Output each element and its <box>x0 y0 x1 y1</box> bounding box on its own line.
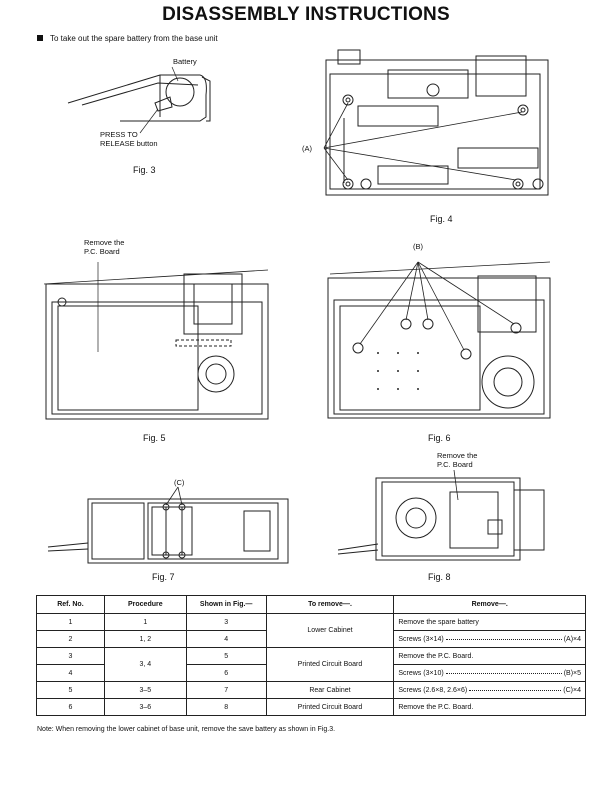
figure-3-press-label-line2: RELEASE button <box>100 139 158 148</box>
intro-label: To take out the spare battery from the b… <box>50 34 218 43</box>
page-title: DISASSEMBLY INSTRUCTIONS <box>162 4 450 25</box>
figure-7-c-label: (C) <box>174 478 185 487</box>
figure-6-drawing <box>318 262 558 424</box>
cell-procedure: 1, 2 <box>103 630 187 648</box>
figure-8-remove-label-line1: Remove the <box>437 451 478 460</box>
leader-dots <box>445 636 562 640</box>
cell-remove: Remove the P.C. Board. <box>393 698 586 716</box>
figure-4-a-label: (A) <box>302 144 312 153</box>
intro-text: To take out the spare battery from the b… <box>37 34 218 43</box>
cell-procedure: 3–5 <box>103 681 187 699</box>
cell-ref: 2 <box>36 630 105 648</box>
cell-ref: 5 <box>36 681 105 699</box>
cell-remove: Screws (3×10) (B)×5 <box>393 664 586 682</box>
cell-fig: 3 <box>185 613 267 631</box>
cell-remove-qty: (B)×5 <box>563 669 581 677</box>
figure-3-battery-label: Battery <box>173 57 197 66</box>
header-remove: Remove—. <box>393 595 586 614</box>
header-ref-no: Ref. No. <box>36 595 105 614</box>
table-row: 3 3, 4 5 Printed Circuit Board Remove th… <box>36 647 586 682</box>
cell-remove-qty: (C)×4 <box>563 686 581 694</box>
figure-3-press-label-line1: PRESS TO <box>100 130 138 139</box>
table-header-row: Ref. No. Procedure Shown in Fig.— To rem… <box>36 595 586 614</box>
figure-6-caption: Fig. 6 <box>428 433 451 443</box>
cell-procedure: 3, 4 <box>103 647 187 682</box>
cell-ref: 6 <box>36 698 105 716</box>
cell-to-remove: Rear Cabinet <box>265 681 395 699</box>
figure-3-caption: Fig. 3 <box>133 165 156 175</box>
cell-remove-qty: (A)×4 <box>563 635 581 643</box>
cell-remove-text: Screws (2.6×8, 2.6×6) <box>398 686 468 694</box>
cell-fig: 8 <box>185 698 267 716</box>
square-bullet-icon <box>37 35 43 41</box>
cell-remove: Remove the spare battery <box>393 613 586 631</box>
footnote: Note: When removing the lower cabinet of… <box>37 726 336 733</box>
figure-8-caption: Fig. 8 <box>428 572 451 582</box>
figure-4-caption: Fig. 4 <box>430 214 453 224</box>
cell-fig: 5 <box>185 647 267 665</box>
table-row: 5 3–5 7 Rear Cabinet Screws (2.6×8, 2.6×… <box>36 681 586 699</box>
header-procedure: Procedure <box>103 595 187 614</box>
figure-4-drawing <box>318 48 558 208</box>
cell-procedure: 1 <box>103 613 187 631</box>
header-shown-in-fig: Shown in Fig.— <box>185 595 267 614</box>
cell-procedure: 3–6 <box>103 698 187 716</box>
figure-7-caption: Fig. 7 <box>152 572 175 582</box>
cell-remove-text: Screws (3×14) <box>398 635 444 643</box>
cell-fig: 7 <box>185 681 267 699</box>
cell-ref: 1 <box>36 613 105 631</box>
cell-to-remove: Lower Cabinet <box>265 613 395 648</box>
cell-to-remove: Printed Circuit Board <box>265 647 395 682</box>
cell-fig: 4 <box>185 630 267 648</box>
disassembly-table: Ref. No. Procedure Shown in Fig.— To rem… <box>36 595 586 716</box>
table-row: 1 1 3 Lower Cabinet Remove the spare bat… <box>36 613 586 648</box>
cell-ref: 3 <box>36 647 105 665</box>
figure-5-drawing <box>36 262 276 424</box>
cell-to-remove: Printed Circuit Board <box>265 698 395 716</box>
cell-remove: Screws (3×14) (A)×4 <box>393 630 586 648</box>
figure-8-drawing <box>338 470 558 568</box>
leader-dots <box>445 670 562 674</box>
figure-5-caption: Fig. 5 <box>143 433 166 443</box>
figure-6-b-label: (B) <box>413 242 423 251</box>
leader-dots <box>469 687 562 691</box>
figure-3-drawing <box>60 55 220 140</box>
table-row: 4 6 Screws (3×10) (B)×5 <box>36 664 586 682</box>
figure-5-remove-label-line1: Remove the <box>84 238 125 247</box>
header-to-remove: To remove—. <box>265 595 395 614</box>
cell-remove: Screws (2.6×8, 2.6×6) (C)×4 <box>393 681 586 699</box>
figure-8-remove-label-line2: P.C. Board <box>437 460 473 469</box>
cell-remove: Remove the P.C. Board. <box>393 647 586 665</box>
figure-5-remove-label-line2: P.C. Board <box>84 247 120 256</box>
cell-remove-text: Screws (3×10) <box>398 669 444 677</box>
cell-fig: 6 <box>185 664 267 682</box>
table-row: 6 3–6 8 Printed Circuit Board Remove the… <box>36 698 586 716</box>
figure-7-drawing <box>48 487 296 567</box>
cell-ref: 4 <box>36 664 105 682</box>
